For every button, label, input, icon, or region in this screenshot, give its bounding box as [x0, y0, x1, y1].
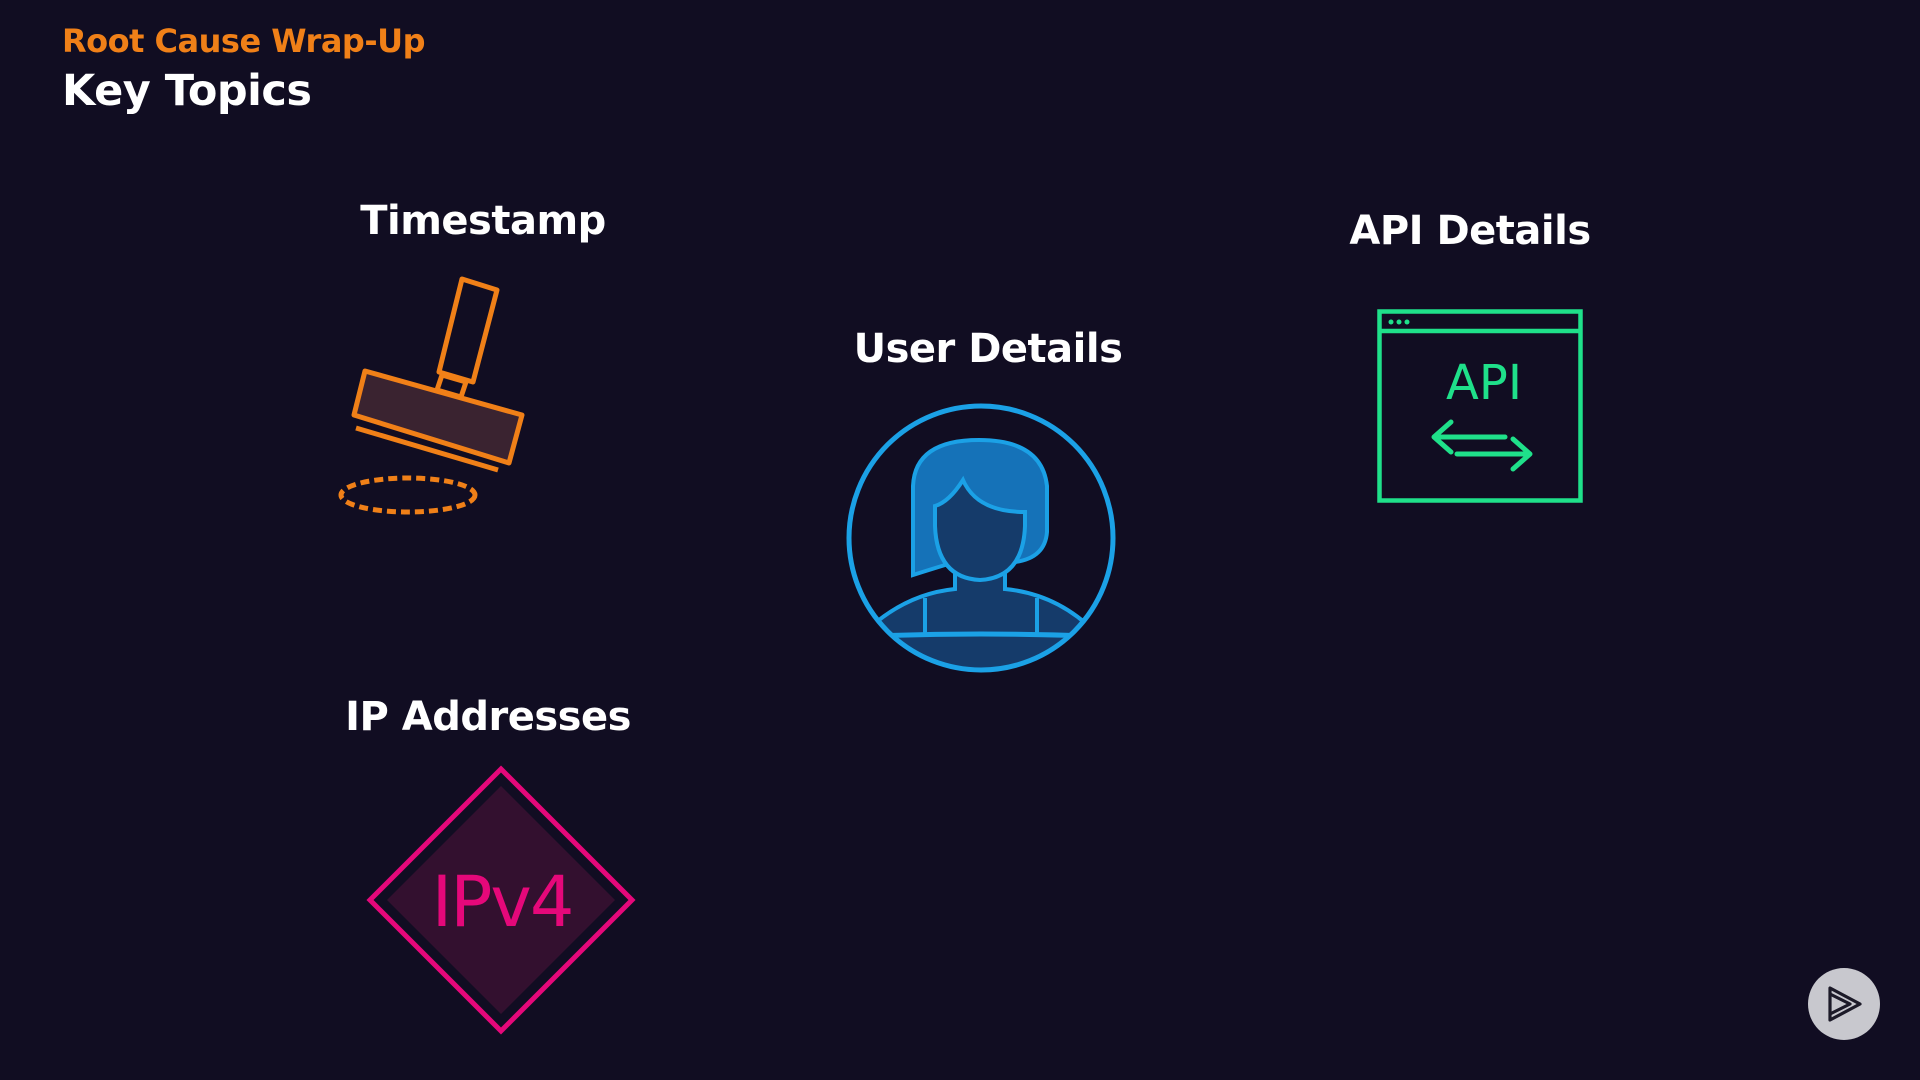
topic-label-ip-addresses: IP Addresses	[345, 694, 631, 740]
ipv4-icon-text: IPv4	[432, 861, 573, 943]
section-eyebrow: Root Cause Wrap-Up	[62, 22, 425, 60]
api-icon-text: API	[1446, 355, 1522, 411]
user-avatar-icon	[845, 402, 1116, 674]
brand-badge	[1808, 968, 1880, 1040]
ipv4-diamond-icon: IPv4	[366, 765, 636, 1035]
topic-label-api-details: API Details	[1349, 208, 1591, 254]
topic-label-user-details: User Details	[853, 326, 1123, 372]
api-window-icon: API	[1377, 309, 1583, 503]
page-title: Key Topics	[62, 66, 312, 116]
stamp-icon	[330, 275, 530, 520]
play-logo-icon	[1828, 986, 1862, 1022]
topic-label-timestamp: Timestamp	[360, 198, 606, 244]
